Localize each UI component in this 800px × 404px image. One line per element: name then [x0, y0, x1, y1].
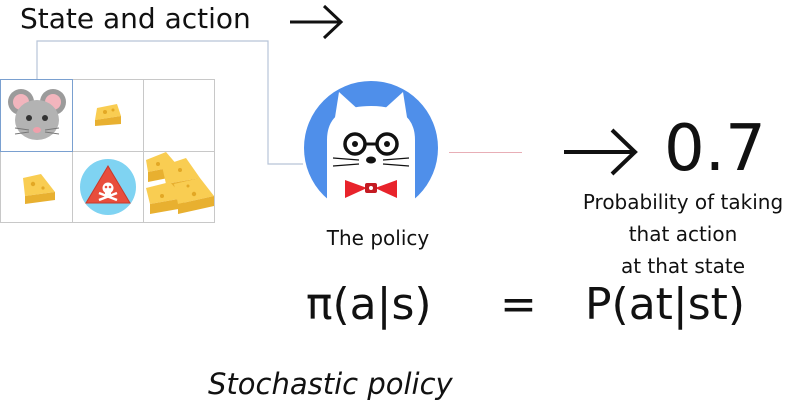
diagram-subtitle: Stochastic policy [208, 367, 453, 401]
formula-equals: = [500, 279, 537, 330]
probability-value: 0.7 [664, 112, 766, 186]
policy-output-line [449, 152, 522, 153]
probability-caption: Probability of taking that action at tha… [566, 186, 800, 282]
state-connector-line [36, 40, 303, 165]
grid-world [0, 79, 215, 223]
diagram-title: State and action [20, 2, 251, 35]
cheese-small-icon [23, 174, 55, 204]
right-arrow-icon [564, 128, 638, 176]
grid-cell-big-cheese [143, 151, 215, 223]
formula-probability: P(at|st) [585, 279, 746, 330]
grid-cell-poison [72, 151, 144, 223]
right-arrow-icon [290, 4, 344, 40]
formula-policy: π(a|s) [306, 279, 432, 330]
grid-cell-cheese [0, 151, 73, 223]
mouse-icon [8, 89, 66, 140]
probability-caption-line: Probability of taking [582, 190, 784, 214]
policy-cat-icon [304, 81, 438, 217]
cheese-small-icon [95, 104, 121, 126]
cheese-big-icon [146, 152, 214, 214]
grid-cell-empty [143, 79, 215, 152]
poison-icon [80, 159, 136, 215]
probability-caption-line: that action [628, 222, 738, 246]
grid-cell-cheese [72, 79, 144, 152]
probability-caption-line: at that state [620, 254, 746, 278]
policy-label: The policy [326, 226, 430, 250]
grid-cell-mouse [0, 79, 73, 152]
